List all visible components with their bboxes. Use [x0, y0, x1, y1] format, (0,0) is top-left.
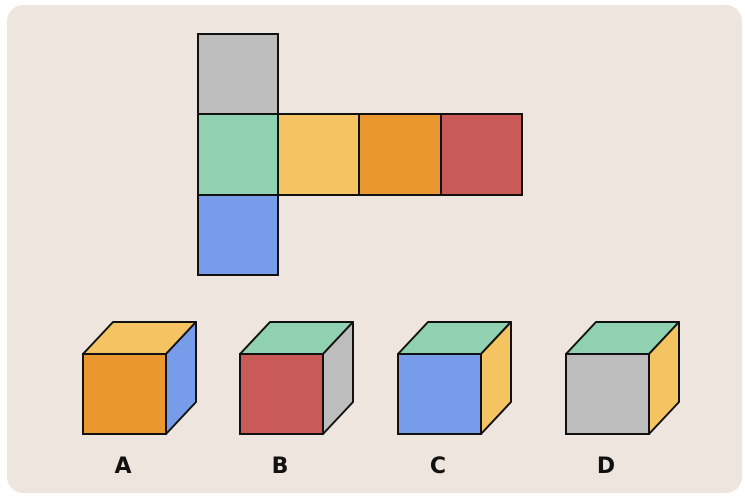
option-b[interactable]: B	[239, 321, 354, 479]
option-a[interactable]: A	[82, 321, 197, 479]
cube-front-face	[82, 353, 167, 435]
cube-net	[197, 33, 523, 276]
cube-front-face	[397, 353, 482, 435]
option-d[interactable]: D	[565, 321, 680, 479]
net-face-right-1	[277, 113, 360, 196]
option-label: A	[114, 454, 131, 479]
cube-front-face	[239, 353, 324, 435]
option-label: D	[597, 454, 615, 479]
net-face-center	[197, 113, 279, 196]
net-face-bottom	[197, 194, 279, 276]
option-label: C	[430, 454, 446, 479]
net-face-right-2	[358, 113, 442, 196]
option-label: B	[272, 454, 289, 479]
net-face-right-3	[440, 113, 523, 196]
net-face-top	[197, 33, 279, 115]
option-c[interactable]: C	[397, 321, 512, 479]
cube-front-face	[565, 353, 650, 435]
